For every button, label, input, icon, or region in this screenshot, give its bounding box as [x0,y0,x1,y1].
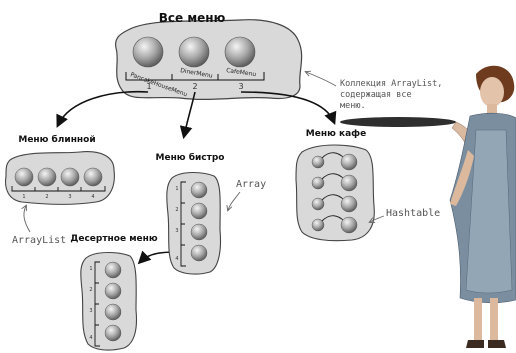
all-menus-index-3: 3 [238,82,243,91]
diner-index-2: 2 [175,207,178,213]
pancake-menu: Меню блинной 1 2 3 4 ArrayList [6,134,115,246]
all-menus-index-2: 2 [192,82,197,91]
all-menus-index-1: 1 [146,82,151,91]
dessert-menu-title: Десертное меню [70,234,158,244]
diner-menu-title: Меню бистро [156,152,225,163]
waitress-right-leg [490,298,498,340]
diner-item-2-sphere [191,203,207,219]
dessert-item-1-sphere [105,262,121,278]
pancake-item-2-sphere [38,168,56,186]
callout-line-2: содержащая все [340,90,412,100]
pancake-menu-note: ArrayList [12,235,66,246]
pancake-item-4-sphere [84,168,102,186]
dessert-item-4-sphere [105,325,121,341]
waitress-right-shoe [488,340,506,348]
diner-menu: Меню бистро 1 2 3 4 Array [156,152,267,274]
cafe-menu-note: Hashtable [386,208,440,219]
diner-index-1: 1 [175,186,178,192]
dessert-menu: Десертное меню 1 2 3 4 [70,234,158,350]
pancake-index-1: 1 [22,194,25,200]
diner-item-3-sphere [191,224,207,240]
dessert-index-4: 4 [89,335,92,341]
pancake-index-2: 2 [45,194,48,200]
dessert-index-2: 2 [89,287,92,293]
pancake-menu-title: Меню блинной [18,134,95,145]
diner-item-1-sphere [191,182,207,198]
all-menus-title: Все меню [159,11,226,25]
dessert-index-3: 3 [89,308,92,314]
dessert-index-1: 1 [89,266,92,272]
diner-index-4: 4 [175,256,178,262]
waitress-left-leg [474,298,482,340]
diner-note-arrow [228,192,240,210]
waitress-left-shoe [466,340,484,348]
pancake-index-3: 3 [68,194,71,200]
diner-index-3: 3 [175,228,178,234]
cafe-value-4 [341,217,357,233]
dessert-item-2-sphere [105,283,121,299]
all-menus-spheres [133,37,255,67]
waitress-face [480,77,504,107]
serving-tray [340,117,456,127]
cafe-value-1 [341,154,357,170]
callout-line-3: меню. [340,101,366,111]
cafe-menu-blob [296,145,374,241]
diner-item-4-sphere [191,245,207,261]
diner-menu-sphere [179,37,209,67]
dessert-item-3-sphere [105,304,121,320]
pancake-item-1-sphere [15,168,33,186]
cafe-menu-title: Меню кафе [306,129,366,139]
callout-arrow [306,72,336,86]
all-menus-collection: Все меню PancakeHouseMenu DinerMenu Cafe… [116,11,302,99]
pancake-note-arrow [24,206,30,232]
diner-menu-note: Array [236,179,266,190]
collection-callout: Коллекция ArrayList, содержащая все меню… [306,72,442,111]
pancake-index-4: 4 [91,194,94,200]
pancake-house-menu-sphere [133,37,163,67]
cafe-menu-sphere [225,37,255,67]
cafe-value-3 [341,196,357,212]
pancake-item-3-sphere [61,168,79,186]
callout-line-1: Коллекция ArrayList, [340,79,442,89]
cafe-menu: Меню кафе Hashtable [296,129,440,241]
cafe-value-2 [341,175,357,191]
